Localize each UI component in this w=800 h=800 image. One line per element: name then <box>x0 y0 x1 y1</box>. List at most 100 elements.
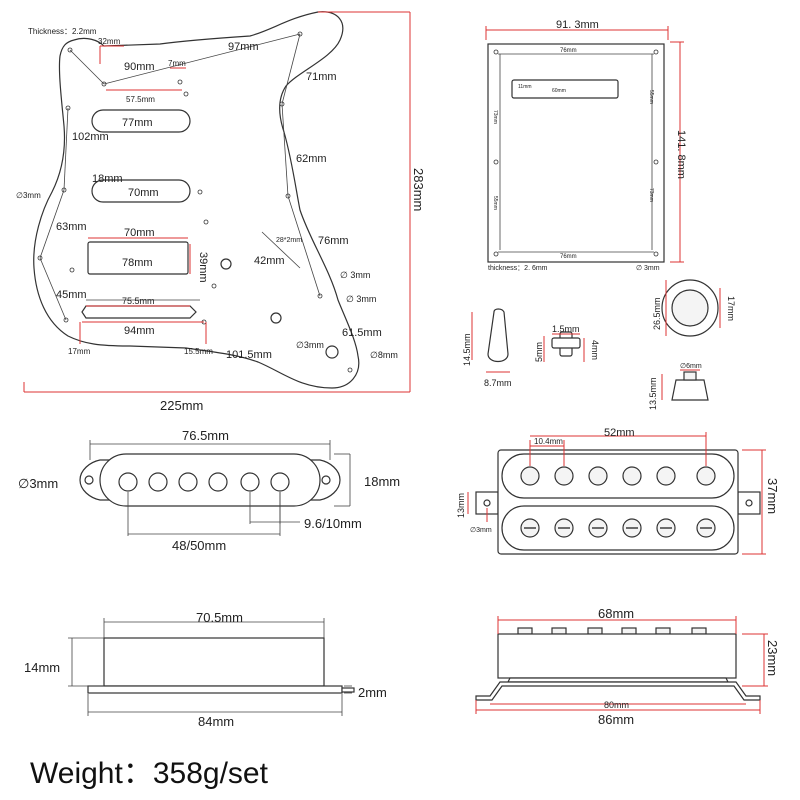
pg-d94: 94mm <box>124 325 155 337</box>
pg-d101-5: 101.5mm <box>226 349 272 361</box>
pickguard-guide-lines <box>39 33 321 321</box>
hbs-d80: 80mm <box>604 700 629 710</box>
bp-d11: 11mm <box>518 84 532 90</box>
pg-d17: 17mm <box>68 347 91 356</box>
knob-d4: 4mm <box>590 340 600 360</box>
pg-d76: 76mm <box>318 235 349 247</box>
pg-d42: 42mm <box>254 255 285 267</box>
single-coil-side-base <box>87 685 343 694</box>
humbucker-side-poles <box>517 627 707 635</box>
pickguard-drawing: Thickness：2.2mm 32mm 97mm 90mm 7mm 71mm … <box>16 11 426 413</box>
pg-d97: 97mm <box>228 41 259 53</box>
sc-d76-5: 76.5mm <box>182 428 229 443</box>
switch-slot <box>261 231 301 269</box>
hb-d52: 52mm <box>604 427 635 439</box>
knob-d13-5: 13.5mm <box>648 377 658 410</box>
pg-d32: 32mm <box>98 37 121 46</box>
pg-d71: 71mm <box>306 71 337 83</box>
screw-holes <box>37 31 353 373</box>
pg-d77: 77mm <box>122 117 153 129</box>
pg-d39: 39mm <box>197 252 209 283</box>
humbucker-coil-top <box>501 453 735 499</box>
pg-d15-5: 15.5mm <box>184 347 213 356</box>
pg-thickness: Thickness：2.2mm <box>28 27 97 36</box>
middle-pickup-cutout <box>91 179 191 203</box>
hb-d10-4: 10.4mm <box>534 437 563 446</box>
jack-hole <box>325 345 339 359</box>
pg-d8: ∅8mm <box>370 350 398 360</box>
pg-d90: 90mm <box>124 61 155 73</box>
backplate-drawing: 91. 3mm 76mm 11mm 60mm 55mm 73mm 141. 8m… <box>485 19 687 272</box>
pg-d225: 225mm <box>160 398 203 413</box>
single-coil-top-drawing: 76.5mm ∅3mm 18mm 9.6/10mm 48/50mm <box>18 428 400 553</box>
single-coil-side-lug <box>341 687 355 693</box>
bp-d76a: 76mm <box>560 48 577 54</box>
scs-d84: 84mm <box>198 714 234 729</box>
hb-d13: 13mm <box>456 493 466 518</box>
sc-d18: 18mm <box>364 474 400 489</box>
single-coil-poles <box>118 472 290 492</box>
knob-d26-5: 26.5mm <box>652 297 662 330</box>
pg-d45: 45mm <box>56 289 87 301</box>
humbucker-coil-bottom <box>501 505 735 551</box>
hbs-d86: 86mm <box>598 712 634 727</box>
volume-knob-side <box>671 379 709 401</box>
weight-label: Weight：358g/set <box>30 757 268 790</box>
bp-thickness: thickness：2. 6mm <box>488 265 548 272</box>
pg-d3a: ∅3mm <box>16 191 41 200</box>
bridge-humbucker-cutout <box>87 241 189 275</box>
bp-d141-8: 141. 8mm <box>675 130 687 179</box>
single-coil-mount-left <box>84 475 94 485</box>
hbs-d68: 68mm <box>598 606 634 621</box>
pg-d28: 28*2mm <box>276 237 302 244</box>
pg-d63: 63mm <box>56 221 87 233</box>
bridge-cavity-cutout <box>81 305 197 319</box>
knob-d17: 17mm <box>726 296 736 321</box>
pg-d3c: ∅ 3mm <box>346 294 376 304</box>
bp-d60: 60mm <box>552 88 566 94</box>
sc-d3: ∅3mm <box>18 476 58 491</box>
humbucker-side-drawing: 68mm 23mm 80mm 86mm <box>475 606 780 727</box>
knobs-drawing: 14.5mm 8.7mm 1.5mm 5mm 4mm 26.5mm 17mm ∅… <box>462 279 736 410</box>
backplate-slot <box>511 79 619 99</box>
sc-d9-6: 9.6/10mm <box>304 516 362 531</box>
control-hole-2 <box>270 312 282 324</box>
bp-d55a: 55mm <box>648 90 654 104</box>
pg-d70a: 70mm <box>128 187 159 199</box>
pickguard-outline <box>33 11 360 389</box>
neck-pickup-cutout <box>91 109 191 133</box>
humbucker-side-base <box>475 681 761 701</box>
scs-d2: 2mm <box>358 685 387 700</box>
pg-d61-5: 61.5mm <box>342 327 382 339</box>
scs-d70-5: 70.5mm <box>196 610 243 625</box>
knob-d14-5: 14.5mm <box>462 333 472 366</box>
pg-d57-5: 57.5mm <box>126 95 155 104</box>
knob-d8-7: 8.7mm <box>484 378 512 388</box>
switch-tip <box>487 308 509 363</box>
single-coil-side-drawing: 70.5mm 14mm 2mm 84mm <box>24 610 387 729</box>
hb-d3: ∅3mm <box>470 527 492 534</box>
bp-d91-3: 91. 3mm <box>556 19 599 31</box>
bp-d73b: 73mm <box>648 188 654 202</box>
single-coil-mount-right <box>321 475 331 485</box>
humbucker-top-drawing: 10.4mm 52mm 37mm 13mm ∅3mm <box>456 427 780 555</box>
hb-d37: 37mm <box>765 478 780 514</box>
pg-d283: 283mm <box>411 168 426 211</box>
pg-d78: 78mm <box>122 257 153 269</box>
pickguard-dim-lines <box>23 11 411 393</box>
pg-d7: 7mm <box>168 59 186 68</box>
bp-d3: ∅ 3mm <box>636 265 660 272</box>
humbucker-poles-top <box>520 466 716 486</box>
bp-d76b: 76mm <box>560 254 577 260</box>
pg-d18: 18mm <box>92 173 123 185</box>
bp-d55b: 55mm <box>492 196 498 210</box>
pg-d70b: 70mm <box>124 227 155 239</box>
hbs-d23: 23mm <box>765 640 780 676</box>
sc-d48: 48/50mm <box>172 538 226 553</box>
humbucker-side-body <box>497 633 737 679</box>
knob-shaft <box>683 371 697 381</box>
pg-d62: 62mm <box>296 153 327 165</box>
pg-d75-5: 75.5mm <box>122 296 155 306</box>
knob-d6: ∅6mm <box>680 363 702 370</box>
single-coil-side-body <box>103 637 325 687</box>
